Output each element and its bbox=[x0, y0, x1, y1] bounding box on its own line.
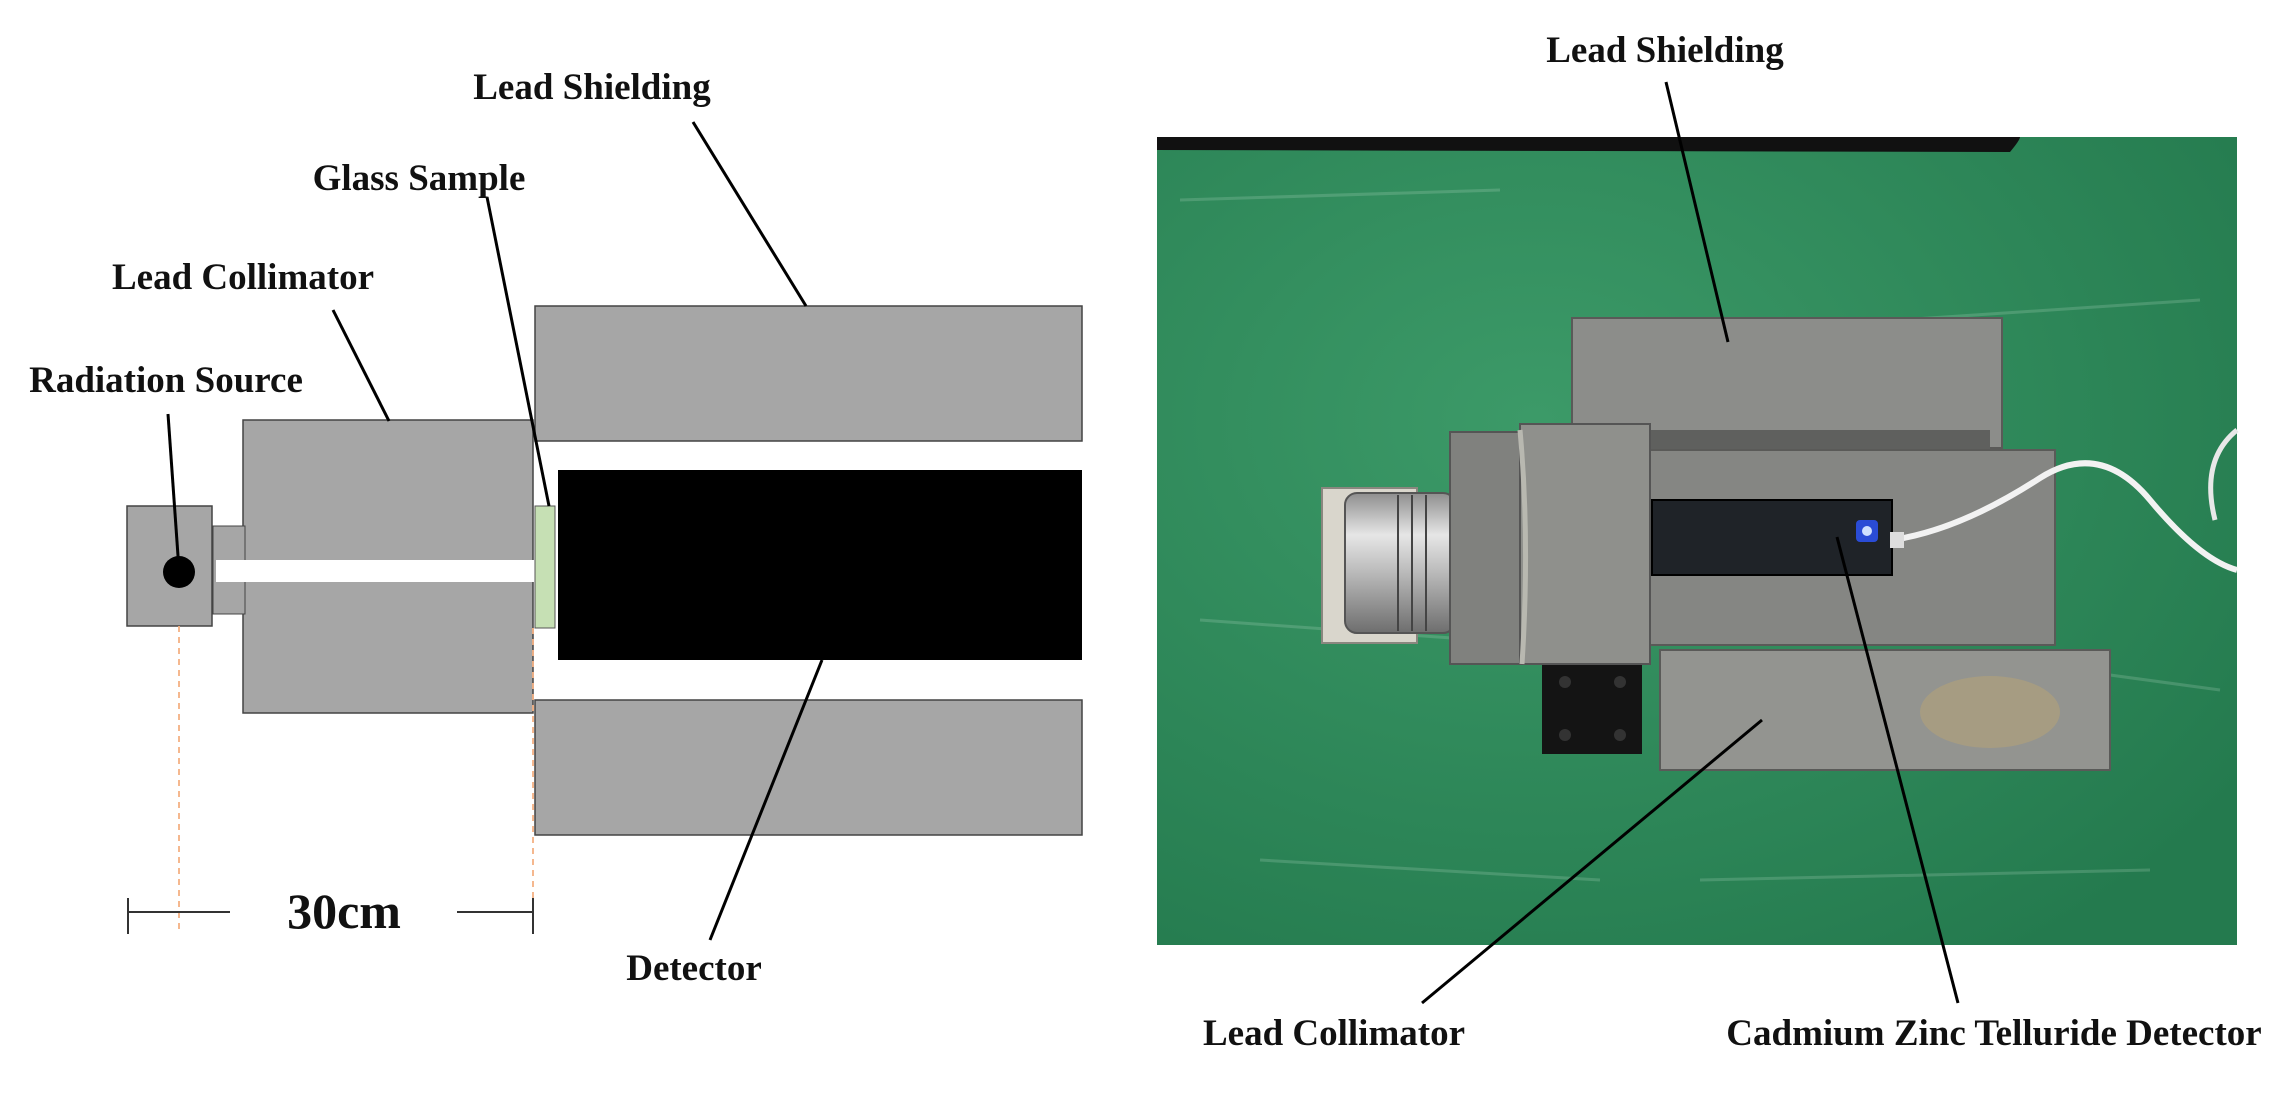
leader-detector bbox=[708, 659, 824, 941]
photo-leader-czt-detector bbox=[1835, 536, 1960, 1004]
collimator-channel bbox=[216, 560, 534, 582]
photo-label-czt-detector: Cadmium Zinc Telluride Detector bbox=[1726, 1013, 2261, 1054]
label-detector: Detector bbox=[626, 948, 762, 989]
label-lead-shielding: Lead Shielding bbox=[473, 67, 711, 108]
usb-cable bbox=[1891, 460, 2238, 573]
photo-label-lead-shielding: Lead Shielding bbox=[1546, 30, 1784, 71]
detector-block bbox=[558, 470, 1082, 660]
czt-detector-probe bbox=[1651, 499, 1893, 576]
photo-panel: Lead Shielding Lead Collimator Cadmium Z… bbox=[1157, 30, 2262, 1054]
leader-lead-shielding bbox=[691, 121, 808, 307]
glass-sample bbox=[534, 505, 556, 629]
label-glass-sample: Glass Sample bbox=[313, 158, 526, 199]
photo-leader-lead-collimator bbox=[1421, 718, 1763, 1005]
radiation-source-dot bbox=[163, 556, 195, 588]
label-radiation-source: Radiation Source bbox=[29, 360, 303, 401]
label-lead-collimator: Lead Collimator bbox=[112, 257, 374, 298]
schematic-diagram: 30cm Lead Shielding Glass Sample Lead Co… bbox=[29, 67, 1083, 989]
distance-label: 30cm bbox=[287, 883, 401, 939]
source-cylinder bbox=[1344, 492, 1456, 634]
leader-glass-sample bbox=[485, 196, 551, 507]
photo-label-lead-collimator: Lead Collimator bbox=[1203, 1013, 1465, 1054]
photo-leader-lead-shielding bbox=[1664, 81, 1730, 343]
lead-shielding-top bbox=[534, 305, 1083, 442]
lead-shielding-bottom bbox=[534, 699, 1083, 836]
top-black-edge bbox=[1157, 137, 2020, 152]
distance-dimension: 30cm bbox=[127, 883, 534, 939]
leader-lead-collimator bbox=[331, 309, 391, 422]
black-fixture bbox=[1542, 660, 1642, 754]
leader-radiation-source bbox=[166, 413, 181, 571]
